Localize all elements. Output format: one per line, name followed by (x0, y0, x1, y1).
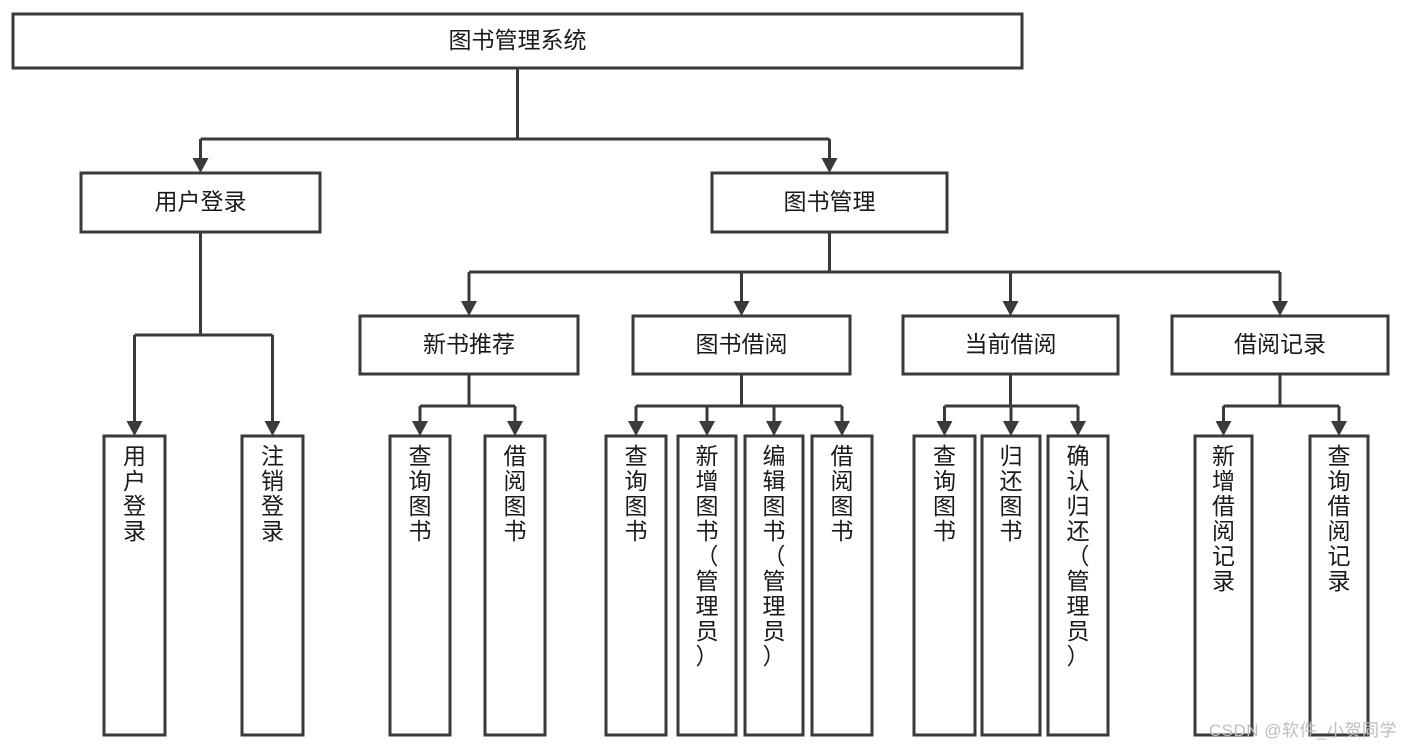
edge-book-manage-to-new-book-rec-arrowhead (461, 301, 477, 316)
node-leaf-cur-query-book[interactable]: 查询图书 (912, 434, 977, 737)
node-box-leaf-return-book[interactable] (980, 434, 1042, 737)
node-label-book-borrow: 图书借阅 (696, 331, 788, 357)
node-label-leaf-borrow-book: 借阅图书 (831, 443, 854, 544)
node-box-user-login[interactable] (79, 171, 322, 234)
node-box-leaf-add-borrow-record[interactable] (1193, 434, 1254, 737)
edge-book-borrow-to-leaf-add-book-admin-arrowhead (699, 421, 715, 436)
connector-edges (126, 68, 1347, 436)
node-box-book-borrow[interactable] (631, 314, 852, 376)
edge-book-manage-to-current-borrow-arrowhead (1002, 301, 1019, 316)
node-label-leaf-rec-borrow-book: 借阅图书 (504, 443, 527, 544)
node-leaf-user-logout[interactable]: 注销登录 (240, 434, 305, 737)
node-box-leaf-add-book-admin[interactable] (676, 434, 738, 737)
edge-new-book-rec-to-leaf-rec-borrow-book-arrowhead (507, 421, 523, 436)
node-box-leaf-confirm-return-admin[interactable] (1046, 434, 1110, 737)
node-box-leaf-query-borrow-record[interactable] (1308, 434, 1370, 737)
node-box-leaf-cur-query-book[interactable] (912, 434, 977, 737)
node-leaf-return-book[interactable]: 归还图书 (980, 434, 1042, 737)
node-label-new-book-rec: 新书推荐 (423, 331, 515, 357)
node-label-leaf-rec-query-book: 查询图书 (409, 443, 432, 544)
edge-current-borrow-to-leaf-confirm-return-admin-arrowhead (1070, 421, 1086, 436)
node-label-leaf-user-logout: 注销登录 (261, 443, 284, 544)
edge-book-borrow-to-leaf-borrow-book-arrowhead (834, 421, 850, 436)
node-label-book-manage: 图书管理 (784, 189, 876, 215)
node-borrow-record[interactable]: 借阅记录 (1170, 314, 1390, 376)
node-label-leaf-return-book: 归还图书 (1000, 443, 1023, 544)
node-label-user-login: 用户登录 (155, 189, 247, 215)
node-box-leaf-borrow-query-book[interactable] (604, 434, 668, 737)
node-box-leaf-user-login[interactable] (102, 434, 167, 737)
node-leaf-edit-book-admin[interactable]: 编辑图书（管理员） (743, 434, 805, 737)
node-label-root: 图书管理系统 (449, 27, 587, 53)
node-box-leaf-edit-book-admin[interactable] (743, 434, 805, 737)
node-leaf-user-login[interactable]: 用户登录 (102, 434, 167, 737)
node-box-borrow-record[interactable] (1170, 314, 1390, 376)
edge-user-login-to-leaf-user-logout-arrowhead (264, 421, 281, 436)
node-box-root[interactable] (11, 12, 1024, 70)
node-label-leaf-query-borrow-record: 查询借阅记录 (1328, 443, 1351, 594)
node-box-leaf-rec-query-book[interactable] (388, 434, 452, 737)
edge-user-login-to-leaf-user-login-arrowhead (126, 421, 143, 436)
node-label-leaf-add-book-admin: 新增图书（管理员） (696, 443, 719, 669)
node-leaf-query-borrow-record[interactable]: 查询借阅记录 (1308, 434, 1370, 737)
node-label-leaf-add-borrow-record: 新增借阅记录 (1212, 443, 1235, 594)
edge-current-borrow-to-leaf-return-book-arrowhead (1003, 421, 1019, 436)
node-leaf-confirm-return-admin[interactable]: 确认归还（管理员） (1046, 434, 1110, 737)
node-label-leaf-cur-query-book: 查询图书 (933, 443, 956, 544)
node-boxes: 图书管理系统用户登录图书管理新书推荐图书借阅当前借阅借阅记录用户登录注销登录查询… (11, 12, 1390, 737)
node-box-current-borrow[interactable] (901, 314, 1120, 376)
node-label-leaf-user-login: 用户登录 (123, 443, 146, 544)
node-leaf-borrow-book[interactable]: 借阅图书 (810, 434, 874, 737)
node-current-borrow[interactable]: 当前借阅 (901, 314, 1120, 376)
node-label-leaf-borrow-query-book: 查询图书 (625, 443, 648, 544)
node-leaf-add-borrow-record[interactable]: 新增借阅记录 (1193, 434, 1254, 737)
edge-book-manage-to-book-borrow-arrowhead (733, 301, 750, 316)
node-leaf-rec-query-book[interactable]: 查询图书 (388, 434, 452, 737)
node-root[interactable]: 图书管理系统 (11, 12, 1024, 70)
edge-borrow-record-to-leaf-query-borrow-record-arrowhead (1331, 421, 1347, 436)
node-new-book-rec[interactable]: 新书推荐 (358, 314, 580, 376)
node-box-leaf-borrow-book[interactable] (810, 434, 874, 737)
node-leaf-borrow-query-book[interactable]: 查询图书 (604, 434, 668, 737)
node-leaf-rec-borrow-book[interactable]: 借阅图书 (483, 434, 547, 737)
node-leaf-add-book-admin[interactable]: 新增图书（管理员） (676, 434, 738, 737)
edge-borrow-record-to-leaf-add-borrow-record-arrowhead (1215, 421, 1232, 436)
node-user-login[interactable]: 用户登录 (79, 171, 322, 234)
node-label-leaf-confirm-return-admin: 确认归还（管理员） (1067, 443, 1090, 669)
edge-book-borrow-to-leaf-edit-book-admin-arrowhead (766, 421, 782, 436)
node-box-new-book-rec[interactable] (358, 314, 580, 376)
node-label-borrow-record: 借阅记录 (1234, 331, 1326, 357)
node-box-leaf-user-logout[interactable] (240, 434, 305, 737)
node-box-book-manage[interactable] (710, 171, 949, 234)
edge-new-book-rec-to-leaf-rec-query-book-arrowhead (412, 421, 428, 436)
edge-current-borrow-to-leaf-cur-query-book-arrowhead (936, 421, 953, 436)
node-label-leaf-edit-book-admin: 编辑图书（管理员） (763, 443, 786, 669)
node-book-borrow[interactable]: 图书借阅 (631, 314, 852, 376)
node-box-leaf-rec-borrow-book[interactable] (483, 434, 547, 737)
edge-book-borrow-to-leaf-borrow-query-book-arrowhead (628, 421, 644, 436)
edge-book-manage-to-borrow-record-arrowhead (1272, 301, 1288, 316)
edge-root-to-user-login-arrowhead (192, 158, 209, 173)
edge-root-to-book-manage-arrowhead (821, 158, 838, 173)
node-label-current-borrow: 当前借阅 (965, 331, 1057, 357)
node-book-manage[interactable]: 图书管理 (710, 171, 949, 234)
